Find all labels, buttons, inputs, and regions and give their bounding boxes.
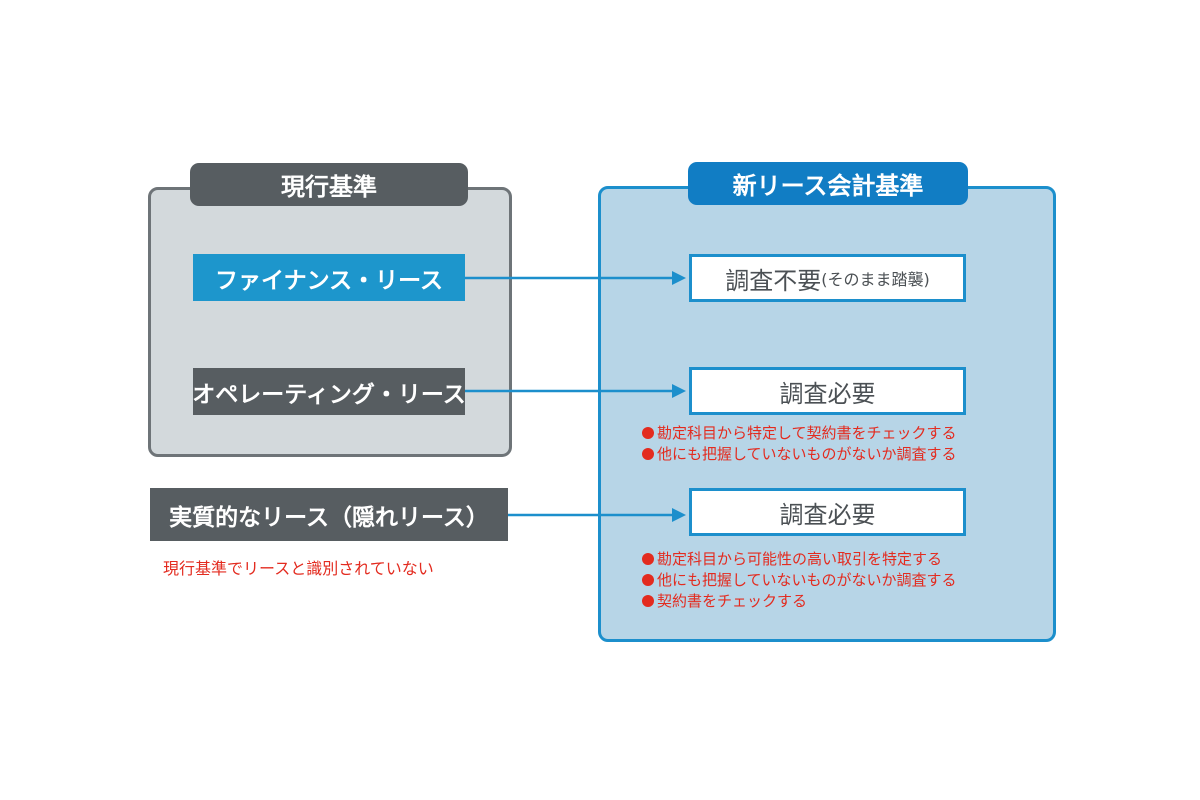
result-box-investigation-operating: 調査必要 bbox=[689, 367, 966, 415]
new-standard-title: 新リース会計基準 bbox=[688, 162, 968, 205]
note-item: 他にも把握していないものがないか調査する bbox=[642, 570, 957, 591]
arrowhead-3 bbox=[672, 508, 686, 522]
operating-lease-box: オペレーティング・リース bbox=[192, 368, 466, 415]
finance-lease-box: ファイナンス・リース bbox=[193, 254, 465, 301]
result-label: 調査不要 bbox=[725, 266, 822, 295]
result-label: 調査必要 bbox=[779, 500, 876, 529]
hidden-lease-notes: 勘定科目から可能性の高い取引を特定する 他にも把握していないものがないか調査する… bbox=[642, 549, 957, 612]
result-label: 調査必要 bbox=[779, 379, 876, 408]
hidden-lease-caption: 現行基準でリースと識別されていない bbox=[163, 559, 434, 578]
note-item: 他にも把握していないものがないか調査する bbox=[642, 444, 957, 465]
arrowhead-1 bbox=[672, 271, 686, 285]
arrowhead-2 bbox=[672, 384, 686, 398]
hidden-lease-box: 実質的なリース（隠れリース） bbox=[150, 488, 508, 541]
result-sublabel: (そのまま踏襲) bbox=[821, 270, 930, 289]
operating-lease-notes: 勘定科目から特定して契約書をチェックする 他にも把握していないものがないか調査す… bbox=[642, 423, 957, 465]
note-item: 勘定科目から特定して契約書をチェックする bbox=[642, 423, 957, 444]
result-box-investigation-hidden: 調査必要 bbox=[689, 488, 966, 536]
note-item: 契約書をチェックする bbox=[642, 591, 957, 612]
result-box-no-investigation: 調査不要(そのまま踏襲) bbox=[689, 254, 966, 302]
current-standard-title: 現行基準 bbox=[190, 163, 468, 206]
note-item: 勘定科目から可能性の高い取引を特定する bbox=[642, 549, 957, 570]
